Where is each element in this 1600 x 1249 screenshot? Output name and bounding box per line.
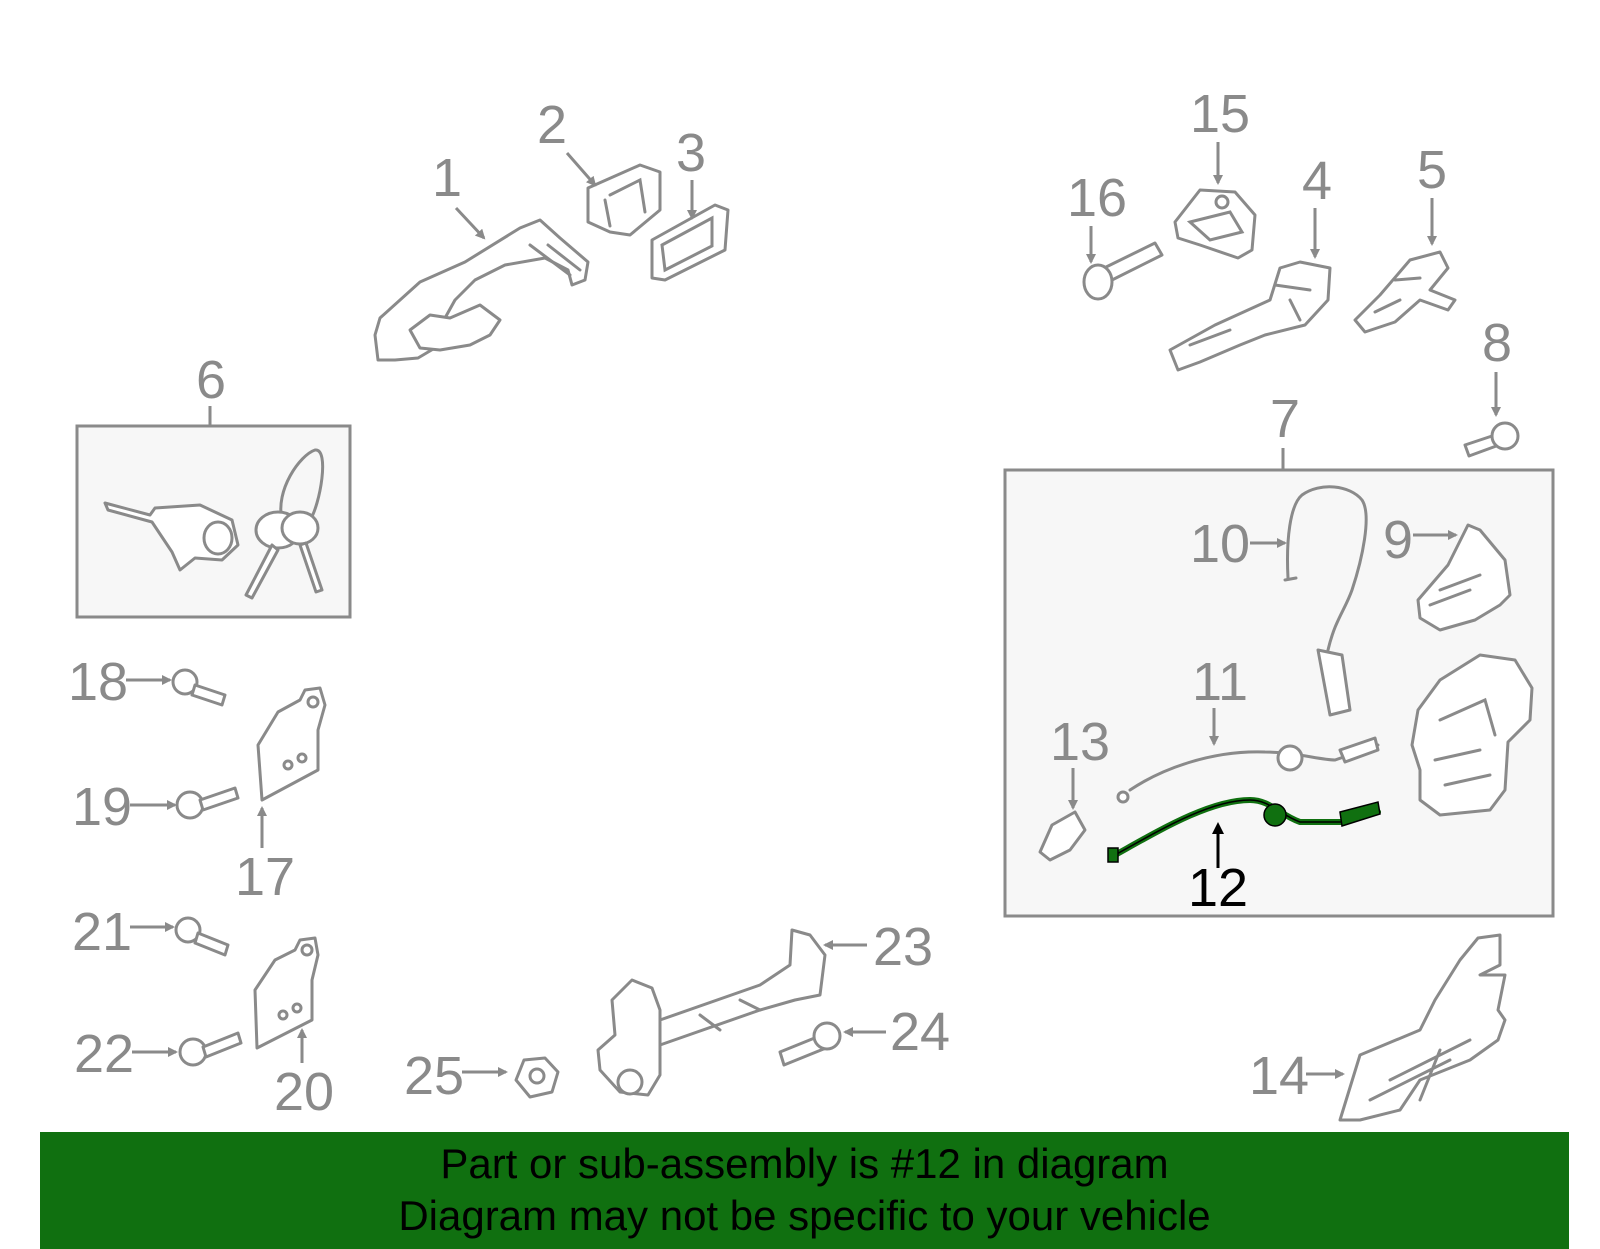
callout-19: 19 [72,777,132,837]
callout-11: 11 [1192,652,1248,712]
callout-4: 4 [1302,151,1332,211]
part-16-bolt[interactable] [1082,241,1164,301]
callout-13: 13 [1050,712,1110,772]
part-15-striker[interactable] [1173,188,1257,260]
part-21-bolt[interactable] [174,916,230,957]
callout-24: 24 [890,1002,950,1062]
callout-17: 17 [235,847,295,907]
callout-5: 5 [1417,140,1447,200]
callout-21: 21 [72,902,132,962]
callout-10: 10 [1190,514,1250,574]
part-lock-actuator[interactable] [1410,653,1534,817]
part-8-bolt[interactable] [1463,421,1520,458]
callout-1: 1 [432,148,462,208]
part-4-frame[interactable] [1168,260,1332,372]
part-6-lock-cylinder-keys[interactable] [103,448,325,600]
callout-25: 25 [404,1046,464,1106]
part-17-hinge[interactable] [256,686,327,802]
part-10-cable[interactable] [1283,485,1368,717]
part-9-cover[interactable] [1416,523,1512,632]
callout-2: 2 [537,95,567,155]
callout-16: 16 [1067,168,1127,228]
callout-23: 23 [873,917,933,977]
banner-line-1: Part or sub-assembly is #12 in diagram [440,1140,1169,1187]
callout-20: 20 [274,1062,334,1122]
part-1-outer-handle[interactable] [373,218,590,362]
callout-18: 18 [68,652,128,712]
part-13-clip[interactable] [1038,810,1087,862]
part-20-hinge[interactable] [253,936,320,1050]
callout-15: 15 [1190,84,1250,144]
part-14-panel[interactable] [1338,933,1507,1122]
banner-line-2: Diagram may not be specific to your vehi… [398,1192,1211,1239]
part-24-bolt[interactable] [778,1021,842,1067]
part-5-bracket[interactable] [1353,250,1457,334]
part-3-gasket[interactable] [650,203,730,282]
callout-9: 9 [1383,510,1413,570]
part-25-nut[interactable] [514,1056,560,1099]
part-2-handle-bracket[interactable] [586,163,662,237]
callout-6: 6 [196,350,226,410]
callout-14: 14 [1249,1046,1309,1106]
callout-22: 22 [74,1024,134,1084]
part-12-cable-highlighted[interactable] [1107,796,1381,863]
part-19-bolt[interactable] [175,786,240,820]
callout-8: 8 [1482,313,1512,373]
part-23-door-check[interactable] [596,928,827,1097]
callout-3: 3 [676,123,706,183]
part-11-cable[interactable] [1116,736,1380,804]
info-banner: Part or sub-assembly is #12 in diagram D… [40,1132,1569,1249]
callout-7: 7 [1270,389,1300,449]
part-22-bolt[interactable] [178,1031,243,1067]
part-18-bolt[interactable] [171,668,227,707]
